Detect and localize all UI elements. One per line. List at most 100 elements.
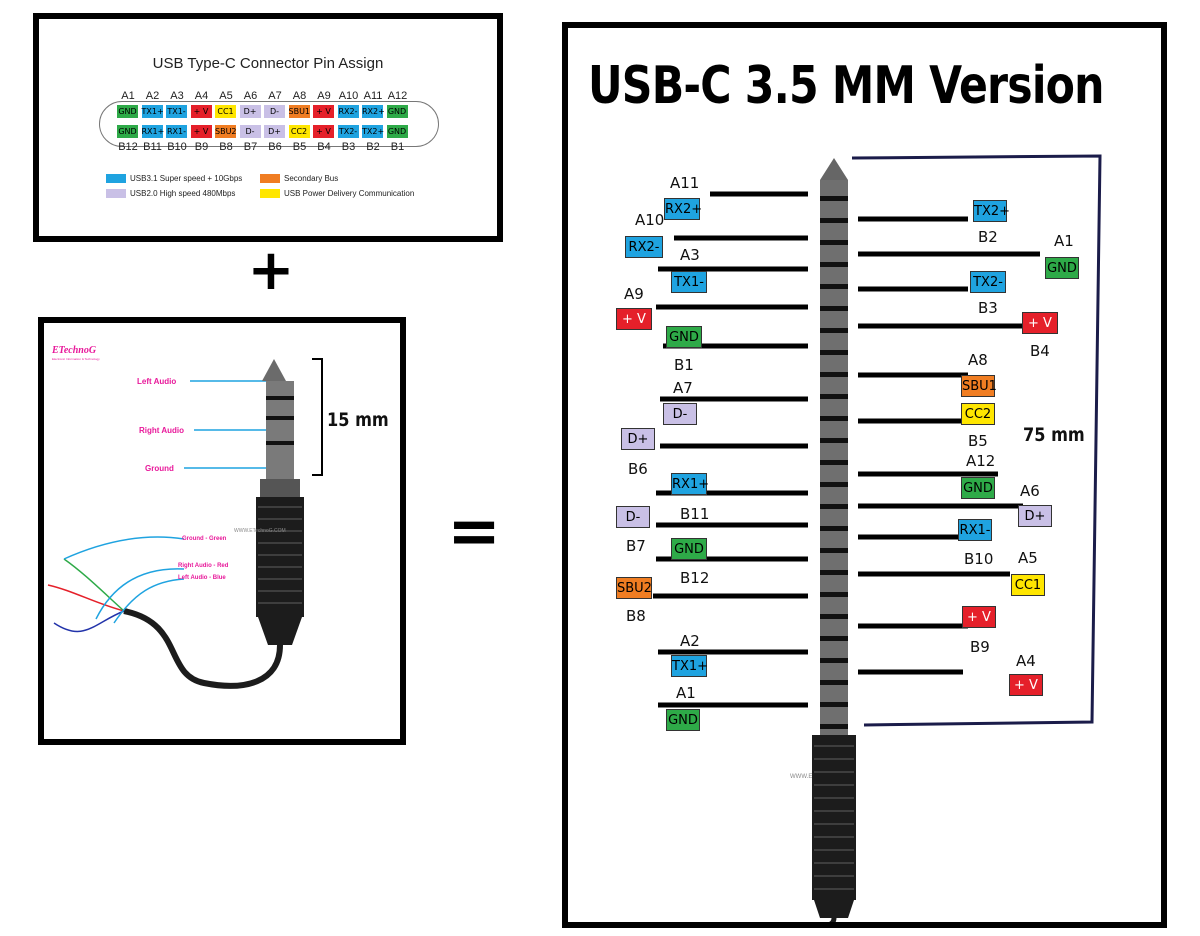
top-pin-label: A12	[387, 90, 408, 102]
top-pin-signal: D-	[264, 105, 285, 118]
left-pin-name: B12	[680, 569, 710, 587]
top-pin-signal: RX2-	[337, 105, 359, 118]
usb35-length-label: 75 mm	[1023, 424, 1085, 446]
left-pin-name: A7	[673, 379, 693, 397]
left-pin-name: B8	[626, 607, 646, 625]
left-pin-signal-tag: D-	[616, 506, 650, 528]
left-pin-signal-tag: GND	[666, 326, 702, 348]
pinout-title: USB Type-C Connector Pin Assign	[152, 55, 384, 72]
right-pin-name: B3	[978, 299, 998, 317]
right-pin-name: B10	[964, 550, 994, 568]
bottom-pin-signal: CC2	[288, 125, 310, 138]
connector-outline	[99, 101, 439, 147]
left-pin-name: B1	[674, 356, 694, 374]
top-pin-signal: GND	[117, 105, 138, 118]
legend-power: USB Power Delivery Communication	[284, 189, 415, 198]
bottom-pin-signal: + V	[190, 125, 212, 138]
top-pin-label: A8	[292, 90, 307, 102]
legend-swatch-usb20	[106, 189, 126, 198]
right-pin-signal-tag: D+	[1018, 505, 1052, 527]
right-pin-signal-tag: + V	[1022, 312, 1058, 334]
wire-ground-label: Ground - Green	[182, 536, 227, 542]
right-pin-name: A4	[1016, 652, 1036, 670]
plug-shaft	[820, 180, 848, 735]
right-pin-name: B5	[968, 432, 988, 450]
legend-usb31: USB3.1 Super speed + 10Gbps	[130, 174, 243, 183]
right-pin-name: B9	[970, 638, 990, 656]
left-pin-name: A11	[670, 174, 700, 192]
jack-length-label: 15 mm	[327, 409, 389, 431]
plug-ring-insulator	[820, 416, 848, 421]
plug-ring-insulator	[820, 592, 848, 597]
bottom-pin-signal: SBU2	[215, 125, 237, 138]
right-pin-signal-tag: CC1	[1011, 574, 1045, 596]
right-pin-signal-tag: GND	[1045, 257, 1079, 279]
bottom-pin-signal: RX1-	[166, 125, 187, 138]
bottom-pin-signal: + V	[313, 125, 334, 138]
left-pin-signal-tag: SBU2	[616, 577, 652, 599]
top-pin-signal: SBU1	[288, 105, 311, 118]
legend-swatch-power	[260, 189, 280, 198]
left-pin-name: A1	[676, 684, 696, 702]
left-pin-signal-tag: RX2+	[664, 198, 702, 220]
bottom-pin-label: B3	[341, 141, 356, 153]
top-pin-label: A5	[219, 90, 233, 102]
left-pin-signal-tag: RX1+	[671, 473, 709, 495]
length-bracket	[851, 154, 1102, 727]
top-pin-signal: RX2+	[362, 105, 385, 118]
etechnog-logo-sub: Electronic Information & Technology	[52, 357, 100, 361]
plug-ring-insulator	[820, 350, 848, 355]
right-pin-name: A6	[1020, 482, 1040, 500]
bottom-pin-label: B2	[366, 141, 380, 153]
plug-ring-insulator	[820, 196, 848, 201]
plug-ring-insulator	[820, 218, 848, 223]
right-pin-name: A1	[1054, 232, 1074, 250]
bottom-pin-signal: TX2-	[337, 125, 359, 138]
left-pin-name: B6	[628, 460, 648, 478]
wire-right-label: Right Audio - Red	[178, 563, 229, 569]
right-pin-signal-tag: SBU1	[961, 375, 997, 397]
right-pin-signal-tag: TX2-	[970, 271, 1006, 293]
plug-tip	[820, 158, 848, 180]
plug-ring-insulator	[820, 394, 848, 399]
equals-sign: =	[447, 495, 501, 569]
top-pin-signal: CC1	[215, 105, 236, 118]
bottom-pin-label: B9	[194, 141, 209, 153]
plug-ring-insulator	[820, 636, 848, 641]
plug-ring-insulator	[820, 328, 848, 333]
legend-swatch-secondary	[260, 174, 280, 183]
legend-swatch-usb31	[106, 174, 126, 183]
bottom-pin-signal: GND	[386, 125, 408, 138]
top-pin-label: A1	[121, 90, 135, 102]
top-pin-signal: TX1-	[166, 105, 187, 118]
left-pin-signal-tag: GND	[671, 538, 707, 560]
bottom-pin-signal: D+	[264, 125, 285, 138]
top-pin-label: A6	[243, 90, 258, 102]
plug-ring-insulator	[820, 614, 848, 619]
audio-jack-drawing	[47, 358, 323, 689]
plug-ring-insulator	[820, 570, 848, 575]
top-pin-signal: D+	[239, 105, 261, 118]
right-pin-signal-tag: + V	[962, 606, 996, 628]
bottom-pin-label: B5	[292, 141, 307, 153]
plug-ring-insulator	[820, 724, 848, 729]
usb35-title: USB-C 3.5 MM Version	[588, 56, 1104, 116]
plug-ring-insulator	[820, 240, 848, 245]
left-pin-name: A10	[635, 211, 665, 229]
plug-ring-insulator	[820, 306, 848, 311]
plus-sign: +	[247, 238, 295, 303]
audio-jack-card: ETechnoG Electronic Information & Techno…	[38, 317, 406, 745]
plug-cable	[829, 917, 837, 922]
top-pin-label: A2	[145, 90, 160, 102]
plug-ring-insulator	[820, 702, 848, 707]
bottom-pin-signal: TX2+	[362, 125, 385, 138]
plug-ring-insulator	[820, 438, 848, 443]
plug-handle	[812, 735, 856, 900]
left-pin-signal-tag: + V	[616, 308, 652, 330]
left-pin-signal-tag: TX1+	[671, 655, 708, 677]
bottom-pin-label: B6	[268, 141, 282, 153]
wire-left-label: Left Audio - Blue	[178, 575, 226, 581]
bottom-pin-signal: RX1+	[141, 125, 165, 138]
top-pin-label: A4	[194, 90, 209, 102]
ground-label: Ground	[145, 464, 174, 473]
